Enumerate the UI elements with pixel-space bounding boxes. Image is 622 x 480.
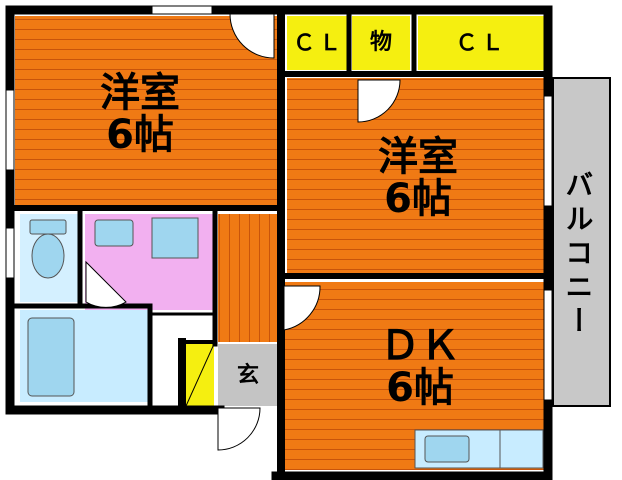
entrance-floor — [218, 344, 278, 406]
western-room-1-floor — [15, 16, 277, 206]
toilet-tank-icon — [29, 219, 67, 235]
storage-area — [352, 16, 410, 70]
balcony-area — [552, 77, 611, 407]
windows — [5, 5, 553, 401]
doors — [85, 13, 401, 451]
washing-machine-icon — [151, 217, 199, 259]
room-1-name: 洋室 — [100, 70, 180, 116]
hallway-floor — [218, 214, 278, 342]
dk-name: ＤＫ — [380, 323, 460, 369]
toilet-bowl-icon — [31, 233, 65, 279]
dk-size: 6帖 — [386, 365, 454, 411]
storage-label: 物 — [369, 30, 392, 55]
kitchen-sink-icon — [424, 435, 470, 463]
room-1-size: 6帖 — [106, 112, 174, 158]
room-2-size: 6帖 — [384, 176, 452, 222]
closet-right-area — [418, 16, 545, 70]
closet-left-area — [287, 16, 347, 70]
balcony-label: バルコニー — [561, 170, 595, 340]
closet-right-label: ＣＬ — [455, 31, 508, 56]
closet-left-label: ＣＬ — [292, 31, 345, 56]
bathtub-icon — [27, 317, 75, 397]
western-room-2-floor — [287, 78, 545, 273]
room-2-name: 洋室 — [378, 134, 458, 180]
washbasin-icon — [94, 219, 134, 247]
entrance-label: 玄 — [236, 363, 259, 388]
